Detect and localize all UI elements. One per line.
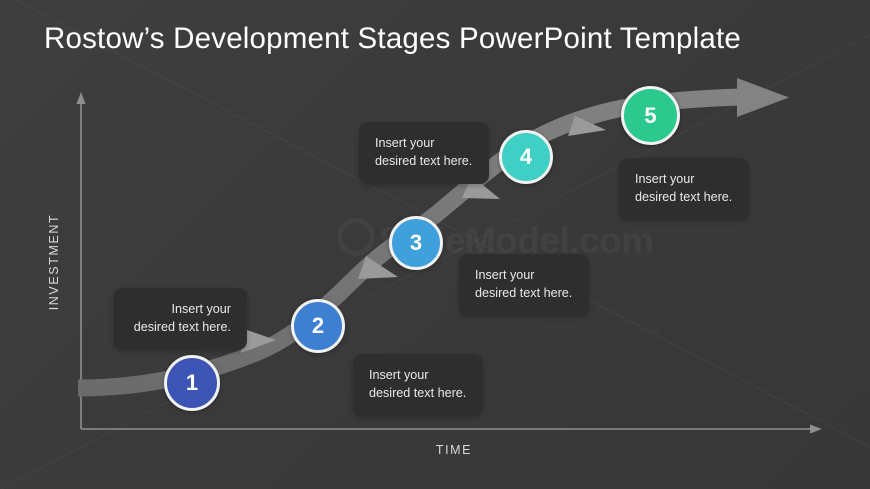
stage-number-4: 4	[519, 144, 533, 169]
x-axis-arrowhead-icon	[810, 424, 822, 434]
stage-callout-3-line2: desired text here.	[475, 285, 573, 300]
stage-callout-2-line2: desired text here.	[369, 385, 467, 400]
stage-callout-1[interactable]: Insert your desired text here.	[114, 288, 247, 350]
stage-number-1: 1	[185, 370, 199, 395]
page-title: Rostow’s Development Stages PowerPoint T…	[44, 22, 742, 55]
path-terminal-arrowhead-icon	[737, 78, 789, 117]
step-arrowhead-2-icon	[358, 256, 398, 279]
stage-circle-2[interactable]: 2	[291, 299, 345, 353]
stage-callout-2[interactable]: Insert your desired text here.	[353, 354, 483, 416]
stage-callout-4-line2: desired text here.	[375, 153, 473, 168]
stage-circle-5[interactable]: 5	[621, 86, 680, 145]
stage-callout-4-line1: Insert your	[375, 136, 435, 150]
stage-callout-5-line1: Insert your	[635, 172, 695, 186]
step-arrowhead-4-icon	[568, 116, 606, 136]
stage-callout-4[interactable]: Insert your desired text here.	[359, 122, 489, 184]
stage-circle-4[interactable]: 4	[499, 130, 553, 184]
y-axis-label: INVESTMENT	[47, 213, 61, 311]
stage-circle-3[interactable]: 3	[389, 216, 443, 270]
stage-callout-2-line1: Insert your	[369, 368, 429, 382]
stage-callout-3-line1: Insert your	[475, 268, 535, 282]
stage-callout-5-line2: desired text here.	[635, 189, 733, 204]
stage-number-5: 5	[644, 102, 657, 128]
stage-number-3: 3	[409, 230, 423, 255]
stage-callout-5[interactable]: Insert your desired text here.	[619, 158, 749, 220]
stage-circle-1[interactable]: 1	[164, 355, 220, 411]
stage-number-2: 2	[311, 313, 325, 338]
stage-callout-1-line2: desired text here.	[133, 319, 231, 334]
stage-callout-3[interactable]: Insert your desired text here.	[459, 254, 589, 316]
y-axis-arrowhead-icon	[76, 92, 86, 104]
x-axis-label: TIME	[435, 443, 473, 457]
stage-callout-1-line1: Insert your	[171, 302, 232, 316]
step-arrowhead-1-icon	[241, 328, 276, 353]
